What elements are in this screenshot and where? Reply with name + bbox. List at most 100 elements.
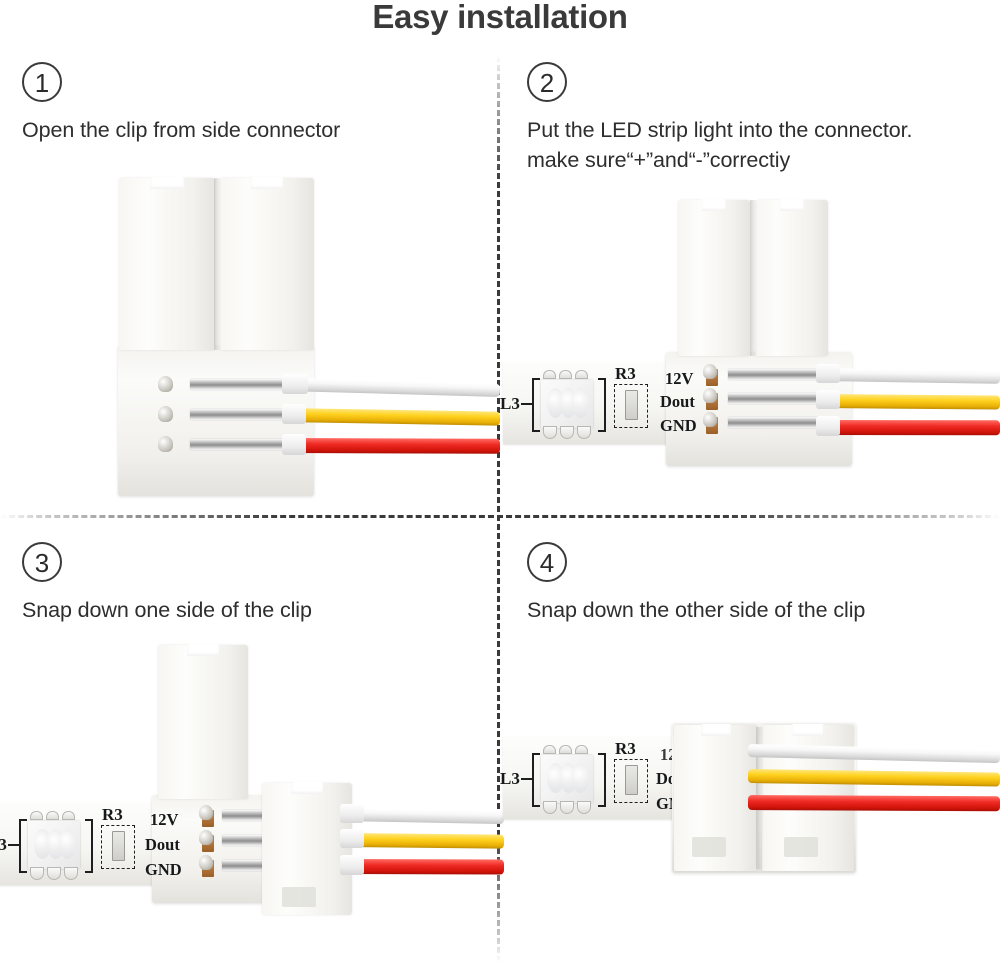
step-4-caption: Snap down the other side of the clip	[527, 598, 866, 622]
led-bracket-left	[532, 753, 540, 807]
wire-boot-yellow	[340, 829, 364, 848]
led-die-r	[547, 763, 564, 793]
led-pad-top-2	[46, 811, 59, 820]
clip-lid-right	[756, 200, 828, 356]
led-bracket-right	[85, 819, 93, 873]
clip-lid-left	[678, 200, 750, 356]
led-pad-top-3	[575, 370, 588, 379]
pin-metal-1	[222, 810, 268, 821]
step-3-number: 3	[22, 542, 62, 582]
pin-metal-1	[190, 379, 294, 390]
led-pad-bot-3	[577, 426, 591, 439]
pin-label-gnd: GND	[145, 860, 182, 879]
led-die-b	[572, 388, 589, 418]
step-2-photo: L3 R3 12V Dout GND	[500, 0, 1000, 515]
step-4: 4 Snap down the other side of the clip	[527, 542, 997, 625]
lid-seam	[214, 178, 221, 350]
wire-yellow	[343, 833, 505, 849]
wire-boot-red	[340, 855, 364, 875]
pin-hook-3	[703, 412, 717, 427]
step-3-caption: Snap down one side of the clip	[22, 598, 312, 622]
resistor-bracket	[614, 384, 648, 428]
led-pad-top-1	[30, 811, 43, 820]
led-pad-top-2	[559, 745, 572, 754]
wire-yellow	[819, 394, 1000, 410]
pin-metal-3	[728, 417, 828, 428]
led-pad-top-2	[559, 370, 572, 379]
pin-metal-1	[728, 369, 828, 380]
step-1-photo	[0, 0, 501, 515]
led-bracket-right	[598, 753, 606, 807]
pin-hook-3	[199, 855, 213, 870]
resistor-ref-label: R3	[615, 364, 636, 383]
clip-lid-tab-right	[784, 837, 818, 857]
pin-label-12v: 12V	[665, 369, 694, 388]
step-3: 3 Snap down one side of the clip	[22, 542, 462, 625]
pin-hook-2	[703, 388, 717, 403]
led-pad-top-3	[575, 745, 588, 754]
led-bracket-right	[598, 378, 606, 432]
led-ref-label: L3	[0, 835, 7, 854]
clip-lid-left	[119, 178, 215, 350]
led-pad-bot-3	[64, 867, 78, 880]
step-2: 2 Put the LED strip light into the conne…	[527, 62, 997, 175]
resistor-bracket	[614, 759, 648, 803]
pin-metal-2	[728, 393, 828, 404]
pin-label-dout: Dout	[145, 835, 180, 854]
resistor-body	[625, 390, 638, 420]
pin-hook-1	[158, 376, 173, 392]
resistor-ref-label: R3	[615, 739, 636, 758]
wire-white	[819, 368, 1000, 384]
page-title: Easy installation	[372, 0, 628, 35]
clip-lid-left-open	[158, 645, 248, 799]
wire-red	[819, 420, 1000, 436]
led-bracket-left	[532, 378, 540, 432]
pin-metal-3	[190, 439, 294, 450]
wire-boot-white	[340, 804, 364, 823]
led-ref-tick	[521, 778, 532, 780]
led-ref-tick	[521, 403, 532, 405]
wire-red	[285, 438, 501, 454]
led-pad-bot-1	[543, 801, 557, 814]
led-ref-label: L3	[500, 394, 520, 413]
pin-hook-2	[199, 830, 213, 845]
vertical-divider	[497, 56, 500, 962]
connector-body	[118, 346, 314, 496]
led-bracket-left	[19, 819, 27, 873]
led-pad-top-1	[543, 370, 556, 379]
led-strip-2: L3 R3	[500, 362, 699, 444]
pin-metal-2	[222, 835, 268, 846]
led-pad-bot-2	[47, 867, 61, 880]
step-1-caption: Open the clip from side connector	[22, 118, 341, 142]
pin-metal-3	[222, 860, 268, 871]
wire-white	[285, 378, 501, 397]
wire-boot-yellow	[816, 390, 840, 409]
led-die-b	[572, 763, 589, 793]
step-1: 1 Open the clip from side connector	[22, 62, 462, 145]
pin-hook-1	[199, 805, 213, 820]
step-1-number: 1	[22, 62, 62, 102]
lid-seam	[750, 200, 757, 356]
led-pad-bot-3	[577, 801, 591, 814]
led-pad-bot-1	[30, 867, 44, 880]
step-4-number: 4	[527, 542, 567, 582]
led-pad-bot-2	[560, 426, 574, 439]
led-pad-bot-2	[560, 801, 574, 814]
step-3-photo: L3 R3 12V Dout GND	[0, 515, 505, 968]
resistor-ref-label: R3	[102, 805, 123, 824]
resistor-body	[625, 765, 638, 795]
clip-lid-right	[220, 178, 314, 350]
wire-yellow	[285, 408, 501, 426]
wire-boot-red	[816, 416, 840, 436]
pin-hook-1	[703, 364, 717, 379]
wire-white	[343, 808, 505, 825]
led-ref-label: L3	[500, 769, 520, 788]
led-die-r	[547, 388, 564, 418]
pin-hook-3	[158, 436, 173, 452]
pin-metal-2	[190, 409, 294, 420]
step-2-caption: Put the LED strip light into the connect…	[527, 118, 913, 172]
led-pad-top-1	[543, 745, 556, 754]
horizontal-divider	[0, 515, 1000, 518]
wire-boot-yellow	[282, 404, 306, 424]
clip-lid-tab-left	[692, 837, 726, 857]
